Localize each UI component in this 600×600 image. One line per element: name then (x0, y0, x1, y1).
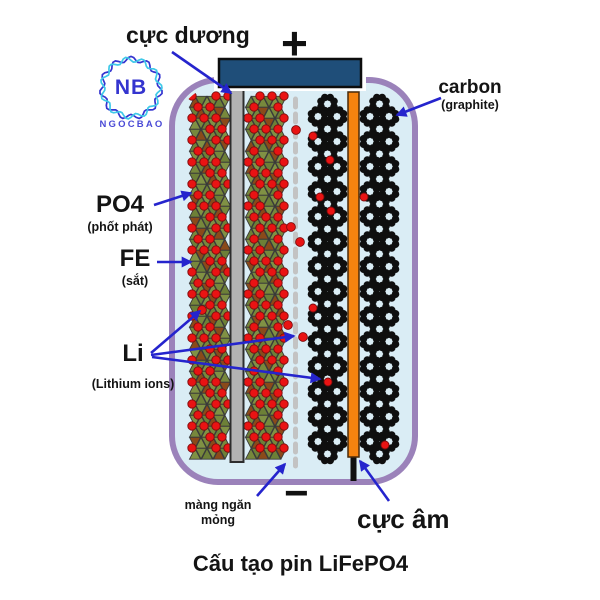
cell-interior (187, 91, 400, 469)
separator-label-line1: màng ngăn (184, 498, 252, 512)
arrow-negative-terminal (358, 459, 391, 502)
annotation-arrows (150, 50, 442, 502)
li-label-main: Li (122, 340, 144, 367)
po4-label: PO4 (phốt phát) (76, 191, 164, 235)
free-lithium-ions (197, 125, 390, 450)
positive-current-collector (229, 89, 245, 463)
carbon-label-sub: (graphite) (441, 97, 499, 112)
positive-terminal-label: cực dương (126, 22, 250, 48)
li-label: Li (Lithium ions) (89, 340, 177, 392)
arrow-li-2 (150, 331, 296, 357)
diagram-title: Cấu tạo pin LiFePO4 (192, 551, 409, 576)
logo-brand-text: NGOCBAO (99, 119, 165, 130)
arrow-li-1 (150, 309, 202, 354)
separator-label-line2: mỏng (200, 513, 236, 527)
arrow-positive-terminal (171, 50, 233, 95)
fe-label-main: FE (119, 245, 151, 272)
fe-label: FE (sắt) (91, 245, 179, 289)
positive-terminal-block (217, 57, 363, 89)
logo-ring-blue-icon (99, 55, 163, 120)
li-label-sub: (Lithium ions) (91, 376, 175, 391)
arrow-carbon (395, 96, 442, 117)
arrow-po4 (153, 190, 193, 207)
carbon-label-main: carbon (438, 77, 502, 98)
negative-current-collector (347, 91, 360, 458)
po4-label-main: PO4 (95, 191, 145, 218)
arrow-separator (256, 462, 287, 497)
separator-label: màng ngăn mỏng (174, 498, 262, 528)
logo-initials: NB (114, 76, 148, 99)
po4-label-sub: (phốt phát) (87, 219, 153, 234)
cathode-lithium-ions (187, 91, 289, 453)
negative-terminal-label: cực âm (357, 504, 450, 534)
negative-sign: − (284, 469, 309, 516)
anode-graphite-lattice (307, 93, 400, 465)
negative-collector-stem (350, 455, 357, 481)
logo-ring-cyan-icon (100, 56, 163, 120)
arrow-li-3 (151, 355, 322, 384)
positive-sign: + (281, 17, 308, 69)
fe-label-sub: (sắt) (121, 273, 149, 288)
carbon-label: carbon (graphite) (426, 78, 514, 113)
